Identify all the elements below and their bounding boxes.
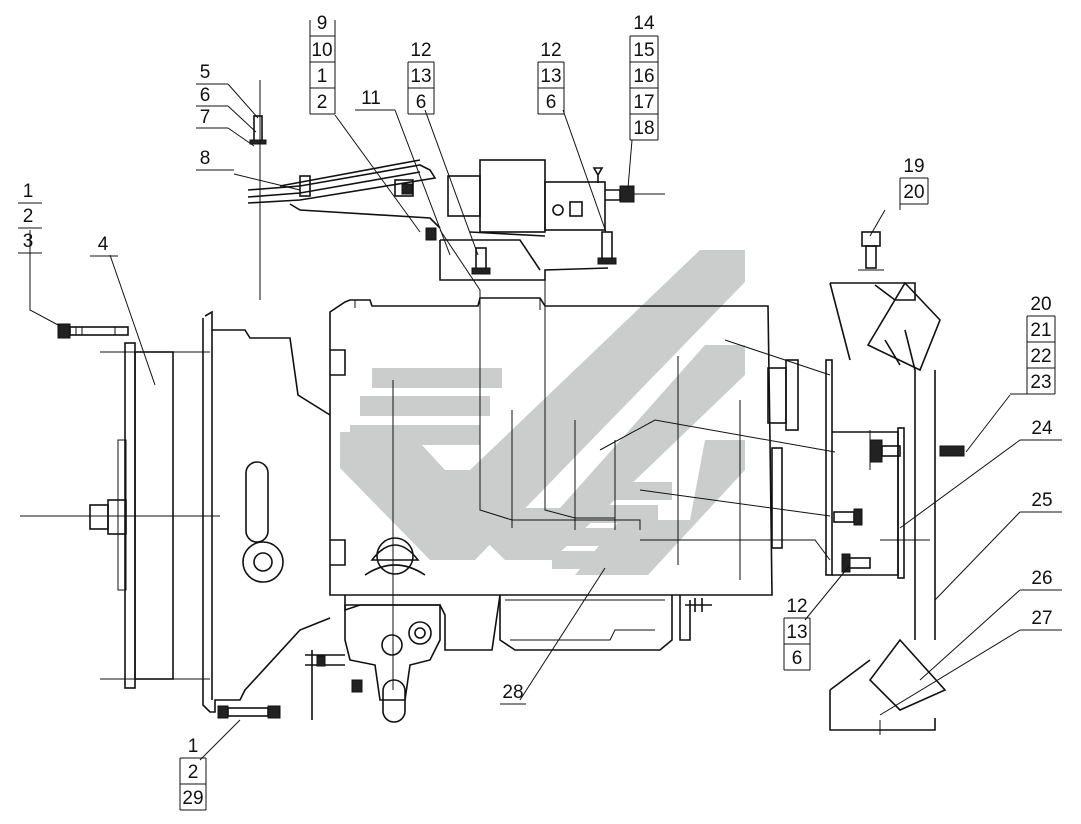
callout-label: 6 — [546, 92, 557, 113]
callout-label: 12 — [786, 596, 807, 617]
callout-label: 12 — [410, 40, 431, 61]
bell-housing — [202, 310, 331, 713]
bolt-lower-left — [217, 705, 281, 719]
watermark-logo — [340, 250, 745, 575]
callout-label: 7 — [200, 107, 211, 128]
bolt-upper-left — [57, 323, 129, 339]
callout-14-18: 14 15 16 17 18 — [629, 13, 659, 141]
callout-1-2-3: 1 2 3 — [18, 181, 42, 254]
callout-label: 13 — [786, 622, 807, 643]
callout-label: 11 — [361, 88, 381, 109]
callout-8: 8 — [196, 148, 234, 171]
callout-label: 25 — [1031, 490, 1052, 511]
callout-label: 2 — [317, 92, 328, 113]
callout-label: 6 — [416, 92, 427, 113]
leader-lines — [29, 83, 1021, 761]
callout-label: 24 — [1031, 418, 1053, 439]
callout-label: 12 — [540, 40, 561, 61]
callout-label: 4 — [98, 234, 109, 255]
callout-20-23: 20 21 22 23 — [1010, 294, 1056, 395]
callout-12-13-6-c: 12 13 6 — [783, 596, 811, 671]
callout-label: 26 — [1031, 568, 1052, 589]
callout-27: 27 — [1020, 608, 1062, 631]
callout-label: 21 — [1030, 320, 1051, 341]
callout-7: 7 — [196, 107, 228, 129]
callout-5: 5 — [196, 62, 228, 85]
callout-label: 1 — [317, 66, 328, 87]
callout-label: 1 — [23, 181, 34, 202]
clutch-plate — [20, 342, 220, 689]
callout-12-13-6-b: 12 13 6 — [537, 40, 565, 115]
callout-label: 6 — [792, 648, 803, 669]
callout-label: 20 — [903, 182, 924, 203]
callout-label: 2 — [188, 762, 199, 783]
callout-label: 29 — [182, 788, 203, 809]
callout-19-20: 19 20 — [899, 156, 929, 210]
callout-label: 6 — [200, 85, 211, 106]
callout-label: 8 — [200, 148, 211, 169]
callout-28: 28 — [500, 682, 526, 705]
callout-6: 6 — [196, 85, 228, 107]
right-bracket-assembly — [825, 231, 965, 735]
callout-labels: 1 2 3 4 5 6 7 8 — [18, 13, 1062, 811]
callout-label: 2 — [23, 206, 34, 227]
callout-4: 4 — [90, 234, 118, 257]
callout-26: 26 — [1020, 568, 1062, 591]
callout-label: 27 — [1031, 608, 1052, 629]
callout-label: 20 — [1030, 294, 1051, 315]
callout-24: 24 — [1020, 418, 1062, 441]
callout-label: 5 — [200, 62, 211, 83]
callout-label: 28 — [502, 682, 523, 703]
callout-label: 9 — [317, 13, 328, 34]
callout-12-13-6-a: 12 13 6 — [407, 40, 435, 115]
callout-11: 11 — [355, 88, 395, 111]
callout-label: 1 — [188, 736, 199, 757]
callout-label: 13 — [540, 66, 561, 87]
callout-1-2-29: 1 2 29 — [179, 736, 207, 811]
callout-label: 17 — [633, 92, 654, 113]
callout-label: 16 — [633, 66, 654, 87]
callout-label: 19 — [903, 156, 924, 177]
callout-label: 13 — [410, 66, 431, 87]
shift-mechanism — [305, 595, 712, 723]
callout-25: 25 — [1020, 490, 1062, 513]
callout-label: 3 — [23, 231, 34, 252]
callout-label: 22 — [1030, 346, 1051, 367]
callout-label: 10 — [311, 40, 332, 61]
callout-label: 18 — [633, 118, 654, 139]
callout-label: 14 — [633, 13, 655, 34]
clutch-booster — [247, 80, 665, 300]
callout-9-10-1-2: 9 10 1 2 — [309, 13, 336, 115]
callout-label: 15 — [633, 40, 654, 61]
gearbox-body — [329, 297, 799, 690]
callout-label: 23 — [1030, 372, 1051, 393]
